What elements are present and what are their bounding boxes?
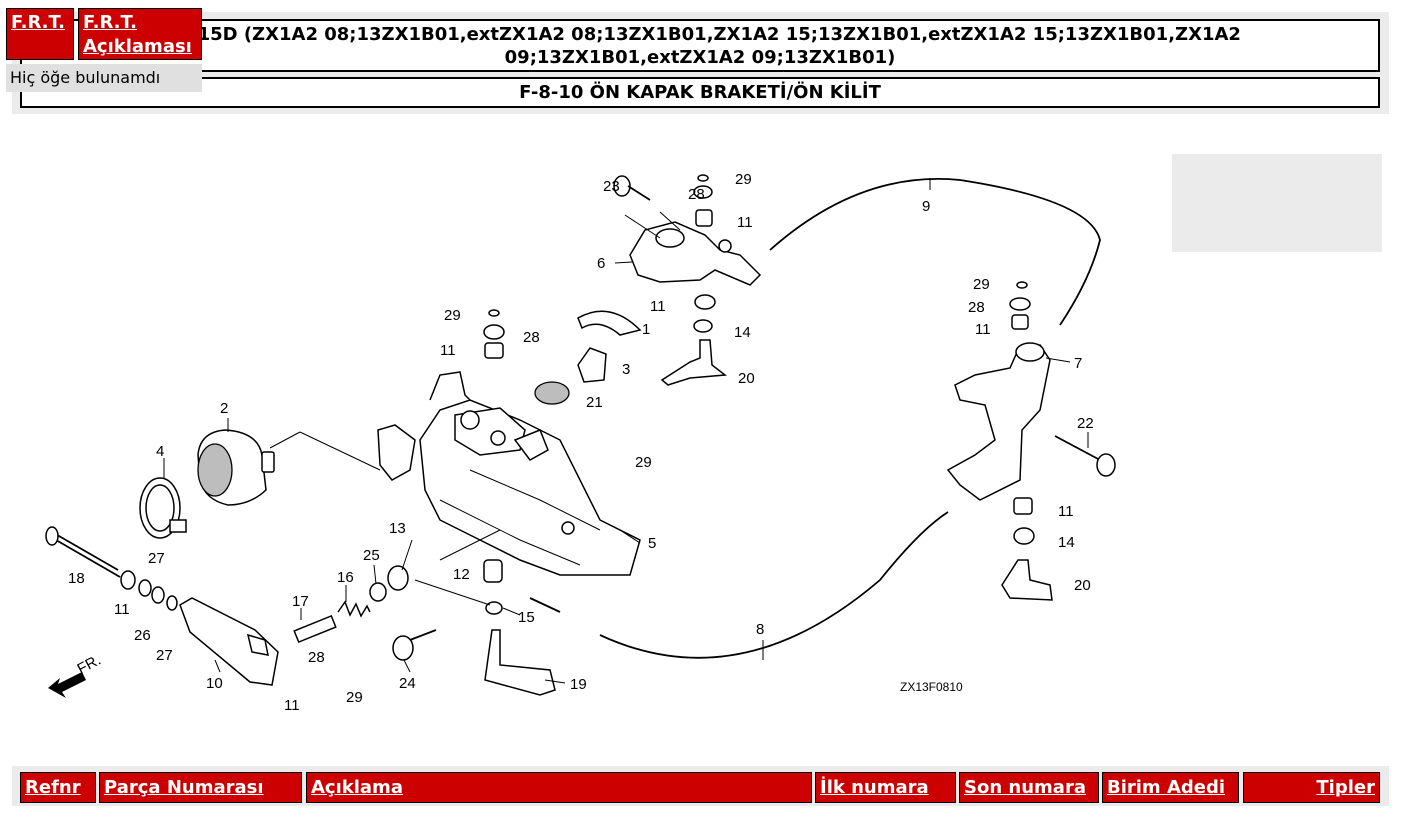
callout-15: 15 [518,609,535,626]
callout-2: 2 [220,400,228,417]
callout-20b: 20 [1074,577,1091,594]
upper-bolt [613,175,651,201]
frt-panel [1172,154,1382,252]
callout-1: 1 [642,321,650,338]
callout-29c: 29 [973,276,990,293]
callout-28c: 28 [968,299,985,316]
upper-lever [660,294,727,386]
upper-cable [769,178,1101,326]
callout-11d: 11 [975,321,991,338]
callout-labels: 1 2 3 4 5 6 7 8 9 10 11 11 11 11 11 11 1… [68,171,1094,714]
column-last-number[interactable]: Son numara [959,772,1099,803]
left-nut-stack [483,309,505,359]
upper-bracket [629,221,762,286]
callout-24: 24 [399,675,416,692]
small-parts [534,310,642,405]
hose-clamp [139,477,187,539]
callout-28a: 28 [688,186,705,203]
callout-23: 23 [603,178,620,195]
column-first-number[interactable]: İlk numara [815,772,956,803]
callout-16: 16 [337,569,354,586]
callout-28b: 28 [523,329,540,346]
callout-25: 25 [363,547,380,564]
lower-rod [483,559,561,696]
long-bolt [45,526,121,578]
callout-28d: 28 [308,649,325,666]
parts-diagram: 1 2 3 4 5 6 7 8 9 10 11 11 11 11 11 11 1… [0,140,1170,720]
callout-11f: 11 [114,601,130,618]
callout-11c: 11 [440,342,456,359]
right-lower-stack [1001,497,1053,601]
callout-20a: 20 [738,370,755,387]
callout-29b: 29 [444,307,461,324]
front-cover-bracket [377,371,641,576]
callout-9: 9 [922,198,930,215]
page-title: BF115D (ZX1A2 08;13ZX1B01,extZX1A2 08;13… [20,19,1380,72]
bracket-bolt [392,629,437,661]
callout-12: 12 [453,566,470,583]
column-refnr[interactable]: Refnr [20,772,96,803]
washer-stack [120,570,178,611]
grommet-part [197,429,275,506]
right-bracket [946,281,1051,501]
callout-6: 6 [597,255,605,272]
callout-5: 5 [648,535,656,552]
callout-26: 26 [134,627,151,644]
spring-and-pin [293,565,409,644]
callout-19: 19 [570,676,587,693]
callout-11b: 11 [650,298,666,315]
front-direction-arrow [48,672,86,698]
leader-lines [163,178,1089,684]
lower-cable [599,511,949,659]
callout-11g: 11 [284,697,300,714]
callout-11a: 11 [737,214,753,231]
right-bolt [1054,435,1116,477]
callout-14b: 14 [1058,534,1075,551]
callout-27b: 27 [156,647,173,664]
callout-3: 3 [622,361,630,378]
frt-description-header[interactable]: F.R.T. Açıklaması [78,8,202,60]
callout-10: 10 [206,675,223,692]
lock-lever [179,597,279,686]
column-unit-quantity[interactable]: Birim Adedi [1102,772,1239,803]
callout-18: 18 [68,570,85,587]
callout-13: 13 [389,520,406,537]
callout-29a: 29 [735,171,752,188]
callout-22: 22 [1077,415,1094,432]
callout-14a: 14 [734,324,751,341]
diagram-code: ZX13F0810 [900,680,963,694]
callout-11e: 11 [1058,503,1074,520]
callout-29e: 29 [346,689,363,706]
callout-27a: 27 [148,550,165,567]
callout-4: 4 [156,443,164,460]
callout-8: 8 [756,621,764,638]
column-part-number[interactable]: Parça Numarası [99,772,302,803]
callout-21: 21 [586,394,603,411]
frt-empty-message: Hiç öğe bulunamdı [6,64,202,92]
column-types[interactable]: Tipler [1243,772,1380,803]
callout-17: 17 [292,593,309,610]
callout-7: 7 [1074,355,1082,372]
callout-29d: 29 [635,454,652,471]
upper-nut-stack [693,174,713,227]
diagram-subtitle: F-8-10 ÖN KAPAK BRAKETİ/ÖN KİLİT [20,77,1380,108]
column-description[interactable]: Açıklama [306,772,812,803]
frt-code-header[interactable]: F.R.T. [6,8,74,60]
